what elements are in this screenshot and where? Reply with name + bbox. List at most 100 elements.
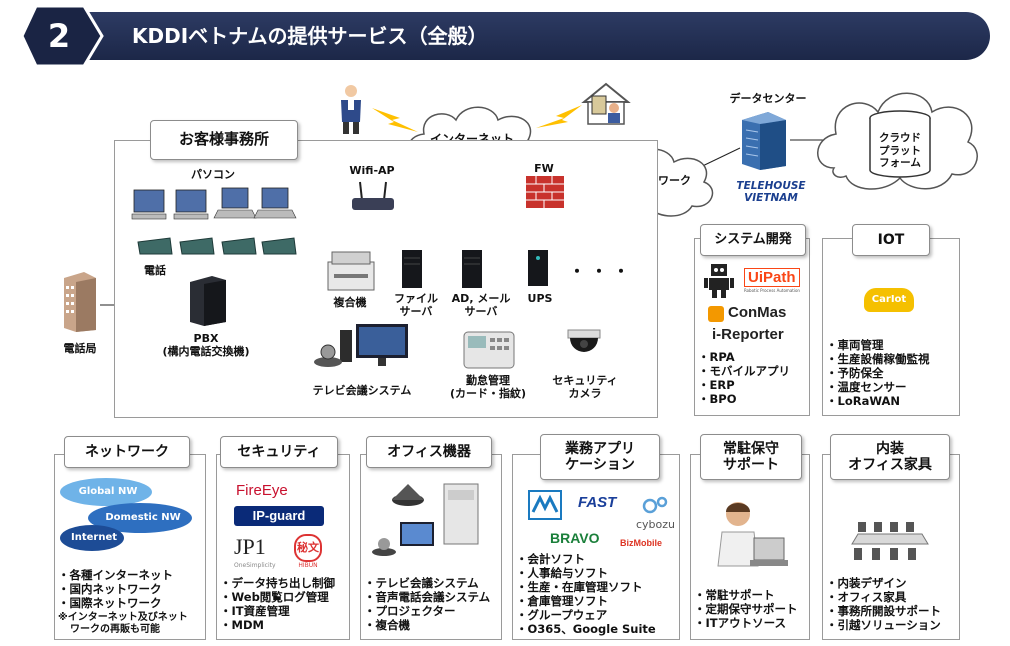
conmas-logo: ConMas (728, 304, 787, 321)
iot-title: IOT (852, 224, 930, 256)
security-camera-label: セキュリティカメラ (552, 374, 618, 401)
uipath-subtitle: Robotic Process Automation (744, 288, 800, 293)
list-item: 倉庫管理ソフト (516, 594, 656, 608)
cybozu-logo: cybozu (636, 518, 676, 531)
fireeye-logo: FireEye (236, 482, 288, 499)
home-office-icon (581, 82, 631, 125)
cloud-platform-label: クラウドプラットフォーム (879, 132, 921, 170)
office-equipment-icon (372, 483, 479, 556)
onsite-support-title: 常駐保守サポート (700, 434, 802, 480)
domestic-nw-label: Domestic NW (105, 512, 181, 523)
list-item: BPO (698, 392, 790, 406)
interior-title: 内装オフィス家具 (830, 434, 950, 480)
jp1-subtitle: OneSimplicity (234, 562, 276, 569)
list-item: 内装デザイン (826, 576, 941, 590)
onsite-support-list: 常駐サポート 定期保守サポート ITアウトソース (694, 588, 798, 630)
interior-list: 内装デザイン オフィス家具 事務所開設サポート 引越ソリューション (826, 576, 942, 632)
cloud-platform-cloud (817, 92, 978, 190)
jp1-logo: JP1 (234, 534, 266, 559)
ad-mail-server-label: AD, メールサーバ (451, 292, 511, 319)
list-item: 生産設備稼働監視 (826, 352, 930, 366)
robot-icon (704, 264, 734, 298)
business-app-list: 会計ソフト 人事給与ソフト 生産・在庫管理ソフト 倉庫管理ソフト グループウェア… (516, 552, 656, 636)
list-item: 国内ネットワーク (58, 582, 173, 596)
office-equipment-list: テレビ会議システム 音声電話会議システム プロジェクター 複合機 (364, 576, 491, 632)
security-camera-icon (567, 329, 601, 352)
ups-label: UPS (527, 292, 553, 305)
phone-icons (137, 237, 297, 255)
meeting-table-icon (851, 522, 929, 560)
datacenter-label: データセンター (729, 92, 807, 105)
list-item: IT資産管理 (220, 604, 335, 618)
list-item: ITアウトソース (694, 616, 798, 630)
phone-station-label: 電話局 (63, 342, 97, 355)
list-item: 国際ネットワーク (58, 596, 173, 610)
datacenter-building-icon (742, 112, 786, 170)
list-item: プロジェクター (364, 604, 490, 618)
tv-conference-icon (314, 324, 408, 367)
wifi-label: Wifi-AP (349, 164, 395, 177)
attendance-label: 勤怠管理(カード・指紋) (449, 374, 527, 401)
list-item: 複合機 (364, 618, 490, 632)
list-item: 定期保守サポート (694, 602, 798, 616)
list-item: グループウェア (516, 608, 656, 622)
system-dev-title: システム開発 (700, 224, 806, 256)
attendance-terminal-icon (463, 331, 515, 369)
network-title: ネットワーク (64, 436, 190, 468)
fast-logo: FAST (578, 494, 617, 511)
list-item: テレビ会議システム (364, 576, 490, 590)
hibun-logo: 秘文 (294, 534, 322, 562)
list-item: RPA (698, 350, 790, 364)
list-item: 音声電話会議システム (364, 590, 491, 604)
office-equipment-title: オフィス機器 (366, 436, 492, 468)
cybozu-icon (642, 496, 668, 514)
list-item: ERP (698, 378, 790, 392)
list-item: 各種インターネット (58, 568, 174, 582)
list-item: 常駐サポート (694, 588, 798, 602)
mfp-printer-icon (327, 251, 375, 291)
network-note: ※インターネット及びネットワークの再販も可能 (58, 612, 188, 635)
list-item: 温度センサー (826, 380, 930, 394)
ups-icon (528, 250, 548, 286)
uipath-logo: UiPath (744, 268, 800, 287)
list-item: Web閲覧ログ管理 (220, 590, 335, 604)
customer-office-title: お客様事務所 (150, 120, 298, 160)
conmas-icon (708, 306, 724, 322)
list-item: 予防保全 (826, 366, 930, 380)
security-list: データ持ち出し制御 Web閲覧ログ管理 IT資産管理 MDM (220, 576, 336, 632)
ip-guard-logo: IP-guard (234, 506, 324, 526)
list-item: 車両管理 (826, 338, 930, 352)
list-item: MDM (220, 618, 335, 632)
file-server-icon (402, 250, 422, 288)
bizmobile-logo: BizMobile (620, 538, 662, 548)
list-item: 人事給与ソフト (516, 566, 656, 580)
page-title: KDDIベトナムの提供サービス（全般） (132, 24, 488, 48)
list-item: 引越ソリューション (826, 618, 941, 632)
pc-icons (131, 187, 297, 220)
internet-nw-label: Internet (70, 532, 117, 543)
tv-conference-label: テレビ会議システム (312, 384, 412, 397)
user-person-icon (341, 85, 361, 134)
bravo-logo: BRAVO (550, 530, 600, 546)
list-item: 生産・在庫管理ソフト (516, 580, 656, 594)
business-app-title: 業務アプリケーション (540, 434, 660, 480)
security-title: セキュリティ (220, 436, 338, 468)
list-item: 会計ソフト (516, 552, 656, 566)
iot-list: 車両管理 生産設備稼働監視 予防保全 温度センサー LoRaWAN (826, 338, 930, 408)
list-item: 事務所開設サポート (826, 604, 942, 618)
ad-mail-server-icon (462, 250, 482, 288)
support-engineer-icon (717, 502, 788, 567)
list-item: LoRaWAN (826, 394, 930, 408)
phone-label: 電話 (144, 264, 166, 277)
section-number-badge (20, 4, 104, 68)
system-dev-list: RPA モバイルアプリ ERP BPO (698, 350, 791, 406)
list-item: オフィス家具 (826, 590, 941, 604)
section-number: 2 (47, 17, 71, 55)
network-clouds-icon (60, 478, 192, 551)
pbx-icon (190, 276, 226, 326)
more-devices-dots: ・・・ (568, 262, 635, 281)
firewall-icon (526, 176, 564, 208)
mfp-label: 複合機 (333, 296, 367, 309)
list-item: O365、Google Suite (516, 622, 656, 636)
network-list: 各種インターネット 国内ネットワーク 国際ネットワーク (58, 568, 174, 610)
